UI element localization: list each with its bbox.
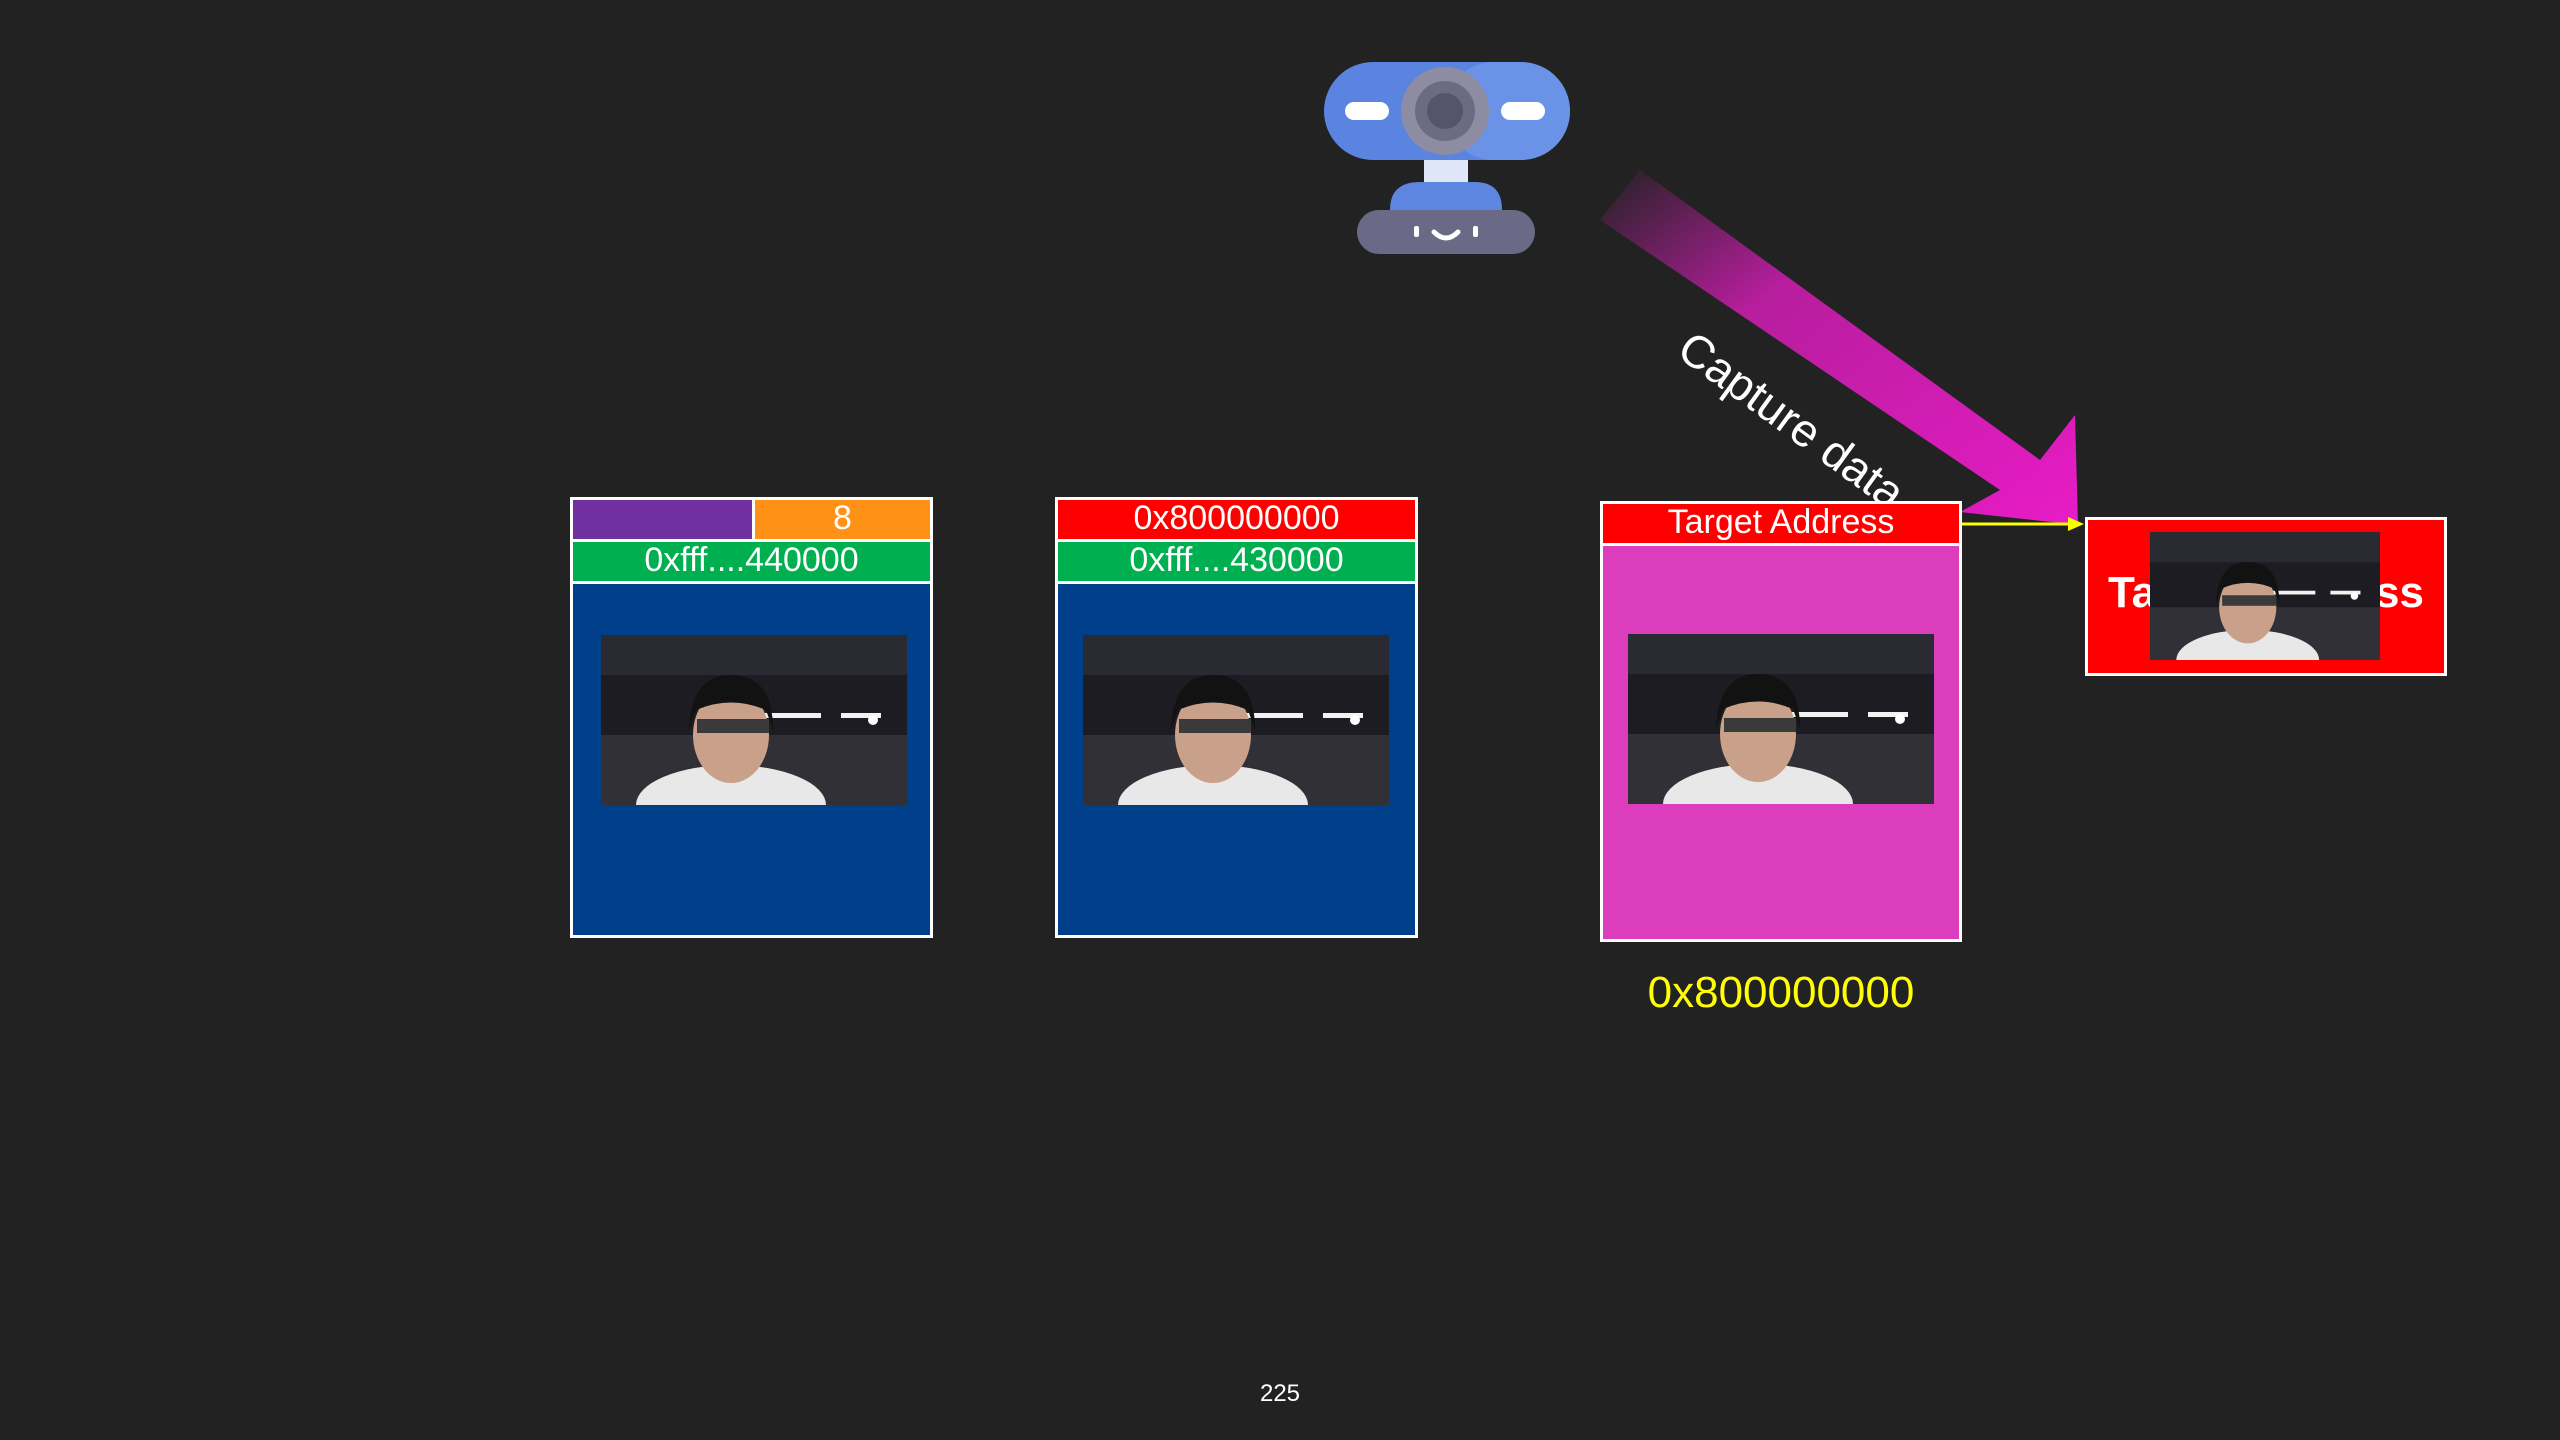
memory-block-target: Target Address bbox=[1600, 501, 1962, 942]
purple-field bbox=[573, 500, 755, 542]
page-number: 225 bbox=[1259, 1380, 1301, 1407]
capture-arrow bbox=[1600, 170, 2078, 525]
target-address-label: 0x800000000 bbox=[1647, 968, 1915, 1017]
webcam-frame-photo bbox=[1083, 635, 1389, 805]
orange-field: 8 bbox=[755, 500, 930, 542]
webcam-frame-photo bbox=[2150, 532, 2380, 660]
address-field: 0xfff....440000 bbox=[573, 542, 930, 584]
target-box: Ta ss bbox=[2085, 517, 2447, 676]
memory-block-left: 8 0xfff....440000 bbox=[570, 497, 933, 938]
pointer-arrow bbox=[1962, 517, 2084, 531]
target-address-header: Target Address bbox=[1603, 504, 1959, 546]
webcam-icon bbox=[1320, 60, 1570, 260]
target-address-value: 0x800000000 bbox=[1058, 500, 1415, 542]
target-box-text-left: Ta bbox=[2108, 568, 2157, 617]
address-field: 0xfff....430000 bbox=[1058, 542, 1415, 584]
target-box-text-right: ss bbox=[2375, 568, 2424, 617]
memory-block-middle: 0x800000000 0xfff....430000 bbox=[1055, 497, 1418, 938]
webcam-frame-photo bbox=[601, 635, 907, 805]
webcam-frame-photo bbox=[1628, 634, 1934, 804]
